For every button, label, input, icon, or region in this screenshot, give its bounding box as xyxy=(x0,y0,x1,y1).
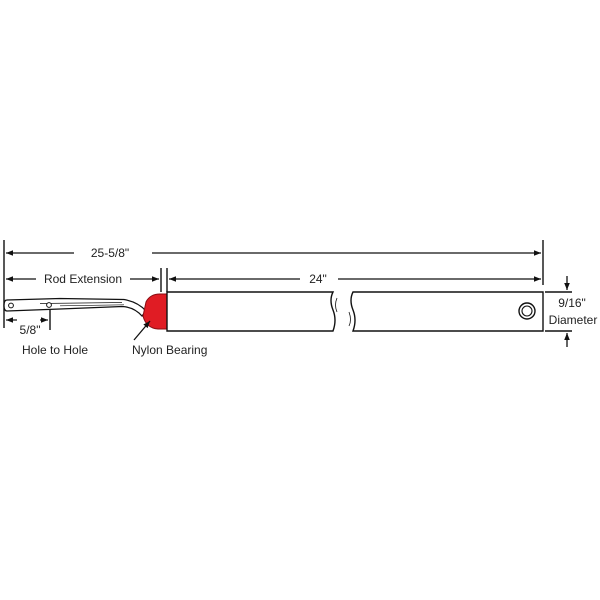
tube-segment-right xyxy=(350,291,544,332)
diameter-caption-label: Diameter xyxy=(549,313,598,327)
rod-extension-dimension: Rod Extension xyxy=(6,272,159,286)
rod-hole-1 xyxy=(8,302,14,309)
diameter-value-label: 9/16" xyxy=(558,296,586,310)
tube-break-shading xyxy=(335,297,351,327)
extension-lines xyxy=(3,240,572,332)
tube-length-label: 24" xyxy=(309,272,327,286)
nylon-bearing xyxy=(142,293,168,330)
overall-length-label: 25-5/8" xyxy=(91,246,129,260)
hole-spacing-caption: Hole to Hole xyxy=(22,343,88,357)
hole-spacing-label: 5/8" xyxy=(20,323,41,337)
rod-extension-label: Rod Extension xyxy=(44,272,122,286)
tube-length-dimension: 24" xyxy=(169,272,541,286)
bearing-label: Nylon Bearing xyxy=(132,343,207,357)
tube-end-hole xyxy=(518,302,536,320)
rod-hole-2 xyxy=(46,302,52,308)
overall-length-dimension: 25-5/8" xyxy=(6,246,541,260)
bearing-leader-arrow xyxy=(133,320,151,341)
tube-segment-left xyxy=(166,291,336,332)
rod-extension-bar xyxy=(3,297,147,318)
bearing-callout: Nylon Bearing xyxy=(132,320,207,357)
hole-spacing-dimension: 5/8" Hole to Hole xyxy=(6,317,88,357)
diameter-dimension: 9/16" Diameter xyxy=(549,276,598,347)
